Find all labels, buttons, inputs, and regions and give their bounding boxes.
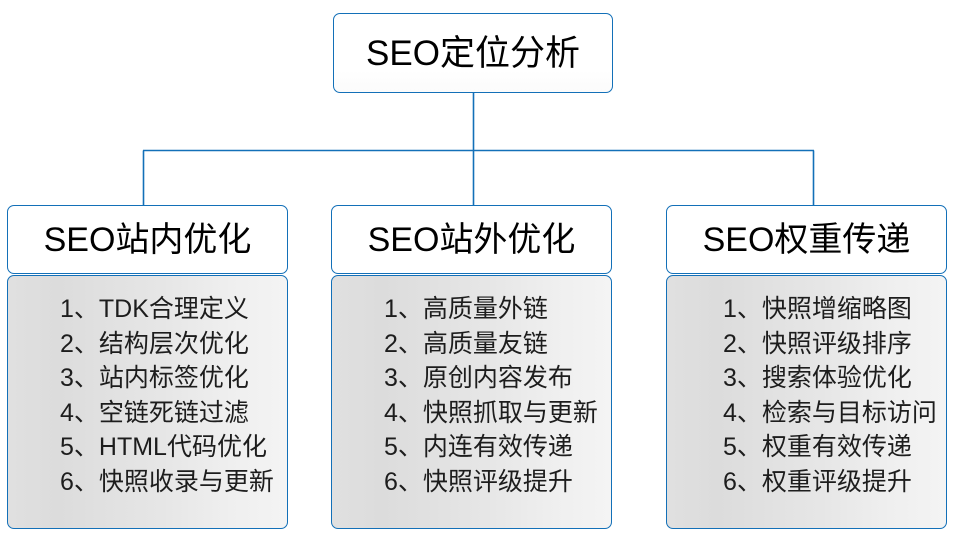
list-item: 6、快照评级提升: [384, 467, 573, 496]
list-item: 3、原创内容发布: [384, 364, 573, 392]
branch-column-1: SEO站内优化 1、TDK合理定义 2、结构层次优化 3、站内标签优化 4、空链…: [7, 205, 288, 529]
branch-item-list-2: 1、高质量外链 2、高质量友链 3、原创内容发布 4、快照抓取与更新 5、内连有…: [332, 292, 598, 499]
list-item: 3、站内标签优化: [60, 364, 249, 392]
list-item: 2、快照评级排序: [723, 329, 912, 358]
list-item: 4、检索与目标访问: [723, 398, 937, 427]
list-item: 5、权重有效传递: [723, 433, 912, 461]
list-item: 1、TDK合理定义: [60, 295, 249, 323]
list-item: 2、结构层次优化: [60, 329, 249, 358]
list-item: 6、快照收录与更新: [60, 467, 274, 496]
list-item: 4、快照抓取与更新: [384, 398, 598, 427]
branch-header-2: SEO站外优化: [331, 205, 612, 274]
list-item: 1、高质量外链: [384, 295, 548, 323]
branch-body-3: 1、快照增缩略图 2、快照评级排序 3、搜索体验优化 4、检索与目标访问 5、权…: [666, 275, 947, 529]
branch-header-label-1: SEO站内优化: [43, 220, 252, 259]
branch-column-2: SEO站外优化 1、高质量外链 2、高质量友链 3、原创内容发布 4、快照抓取与…: [331, 205, 612, 529]
list-item: 5、HTML代码优化: [60, 433, 267, 461]
list-item: 3、搜索体验优化: [723, 364, 912, 392]
branch-body-1: 1、TDK合理定义 2、结构层次优化 3、站内标签优化 4、空链死链过滤 5、H…: [7, 275, 288, 529]
branch-header-label-2: SEO站外优化: [367, 220, 576, 259]
branch-header-3: SEO权重传递: [666, 205, 947, 274]
branch-item-list-3: 1、快照增缩略图 2、快照评级排序 3、搜索体验优化 4、检索与目标访问 5、权…: [667, 292, 937, 499]
branch-column-3: SEO权重传递 1、快照增缩略图 2、快照评级排序 3、搜索体验优化 4、检索与…: [666, 205, 947, 529]
list-item: 4、空链死链过滤: [60, 398, 249, 427]
branch-body-2: 1、高质量外链 2、高质量友链 3、原创内容发布 4、快照抓取与更新 5、内连有…: [331, 275, 612, 529]
branch-header-label-3: SEO权重传递: [702, 220, 911, 259]
list-item: 2、高质量友链: [384, 329, 548, 358]
branch-header-1: SEO站内优化: [7, 205, 288, 274]
root-node: SEO定位分析: [333, 13, 613, 93]
branch-item-list-1: 1、TDK合理定义 2、结构层次优化 3、站内标签优化 4、空链死链过滤 5、H…: [8, 292, 274, 499]
list-item: 5、内连有效传递: [384, 433, 573, 461]
root-node-label: SEO定位分析: [366, 33, 580, 73]
list-item: 6、权重评级提升: [723, 467, 912, 496]
list-item: 1、快照增缩略图: [723, 295, 912, 323]
